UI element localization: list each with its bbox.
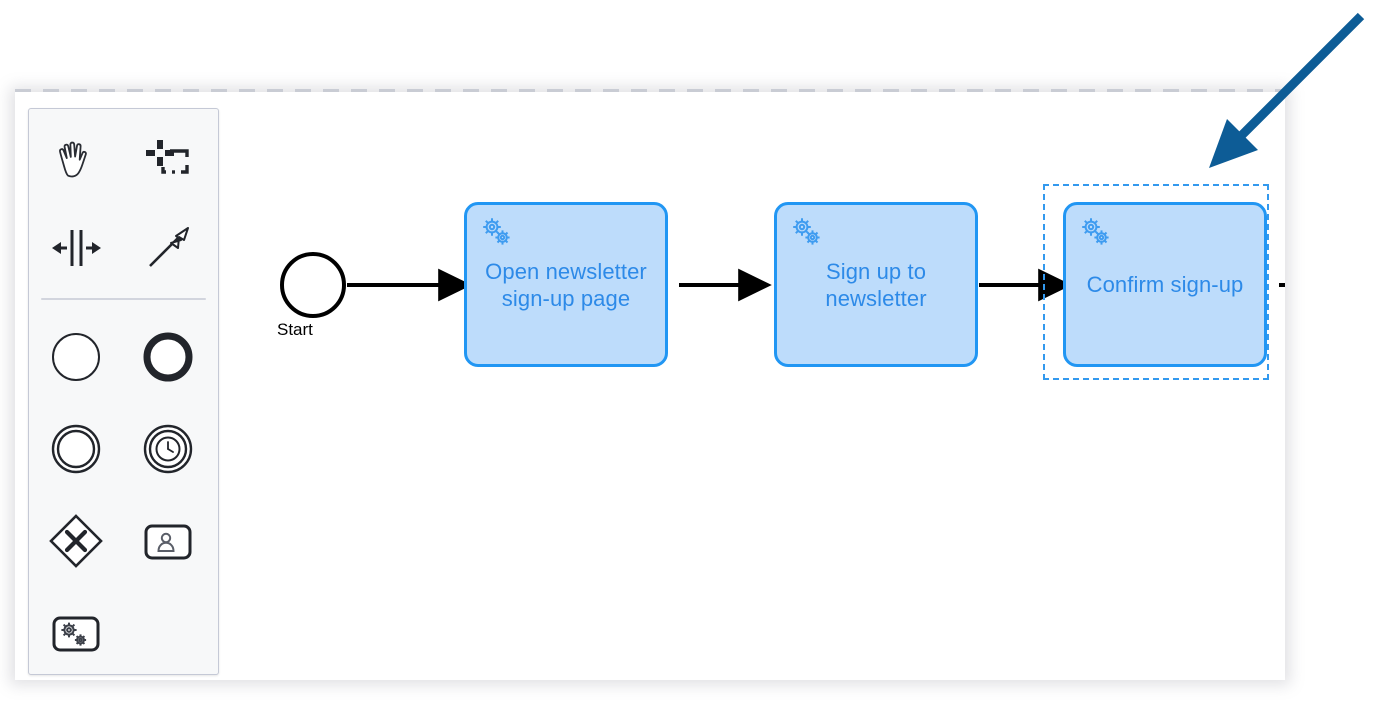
connection-arrow-icon — [149, 227, 189, 267]
gateway-diamond-icon — [49, 514, 103, 568]
modeler-canvas-frame: Start Open newsletter sign-up page — [15, 89, 1285, 680]
palette-item-service-task[interactable] — [33, 590, 119, 676]
palette-item-hand-tool[interactable] — [33, 119, 119, 205]
palette-item-timer-event[interactable] — [125, 406, 211, 492]
service-task-gear-icon — [1082, 218, 1109, 245]
task-confirm-sign-up[interactable]: Confirm sign-up — [1063, 202, 1267, 367]
service-task-gear-icon — [793, 218, 820, 245]
palette-item-gateway[interactable] — [33, 498, 119, 584]
palette-item-space-tool[interactable] — [33, 205, 119, 291]
task-label: Open newsletter sign-up page — [485, 258, 647, 311]
intermediate-event-icon — [51, 424, 101, 474]
user-task-icon — [144, 524, 192, 560]
space-tool-icon — [52, 230, 101, 266]
task-label: Confirm sign-up — [1086, 272, 1244, 297]
task-open-newsletter[interactable]: Open newsletter sign-up page — [464, 202, 668, 367]
element-palette[interactable] — [28, 108, 219, 675]
task-sign-up-to-newsletter[interactable]: Sign up to newsletter — [774, 202, 978, 367]
start-event-node[interactable] — [280, 252, 346, 318]
service-task-gear-icon — [483, 218, 510, 245]
palette-item-user-task[interactable] — [125, 498, 211, 584]
lasso-crosshair-icon — [146, 140, 189, 174]
cropped-edge-indicator — [15, 89, 1285, 93]
palette-item-lasso-tool[interactable] — [125, 119, 211, 205]
timer-event-icon — [143, 424, 193, 474]
palette-item-end-event[interactable] — [125, 314, 211, 400]
palette-item-intermediate-event[interactable] — [33, 406, 119, 492]
start-event-circle-icon — [52, 333, 100, 381]
service-task-gear-icon — [52, 616, 100, 652]
hand-icon — [59, 141, 87, 178]
end-event-circle-icon — [143, 332, 193, 382]
palette-item-start-event[interactable] — [33, 314, 119, 400]
task-label: Sign up to newsletter — [825, 258, 927, 311]
start-event-label: Start — [277, 320, 313, 339]
modeler-canvas[interactable]: Start Open newsletter sign-up page — [15, 92, 1285, 680]
palette-divider — [41, 298, 206, 300]
palette-item-connect-tool[interactable] — [125, 205, 211, 291]
